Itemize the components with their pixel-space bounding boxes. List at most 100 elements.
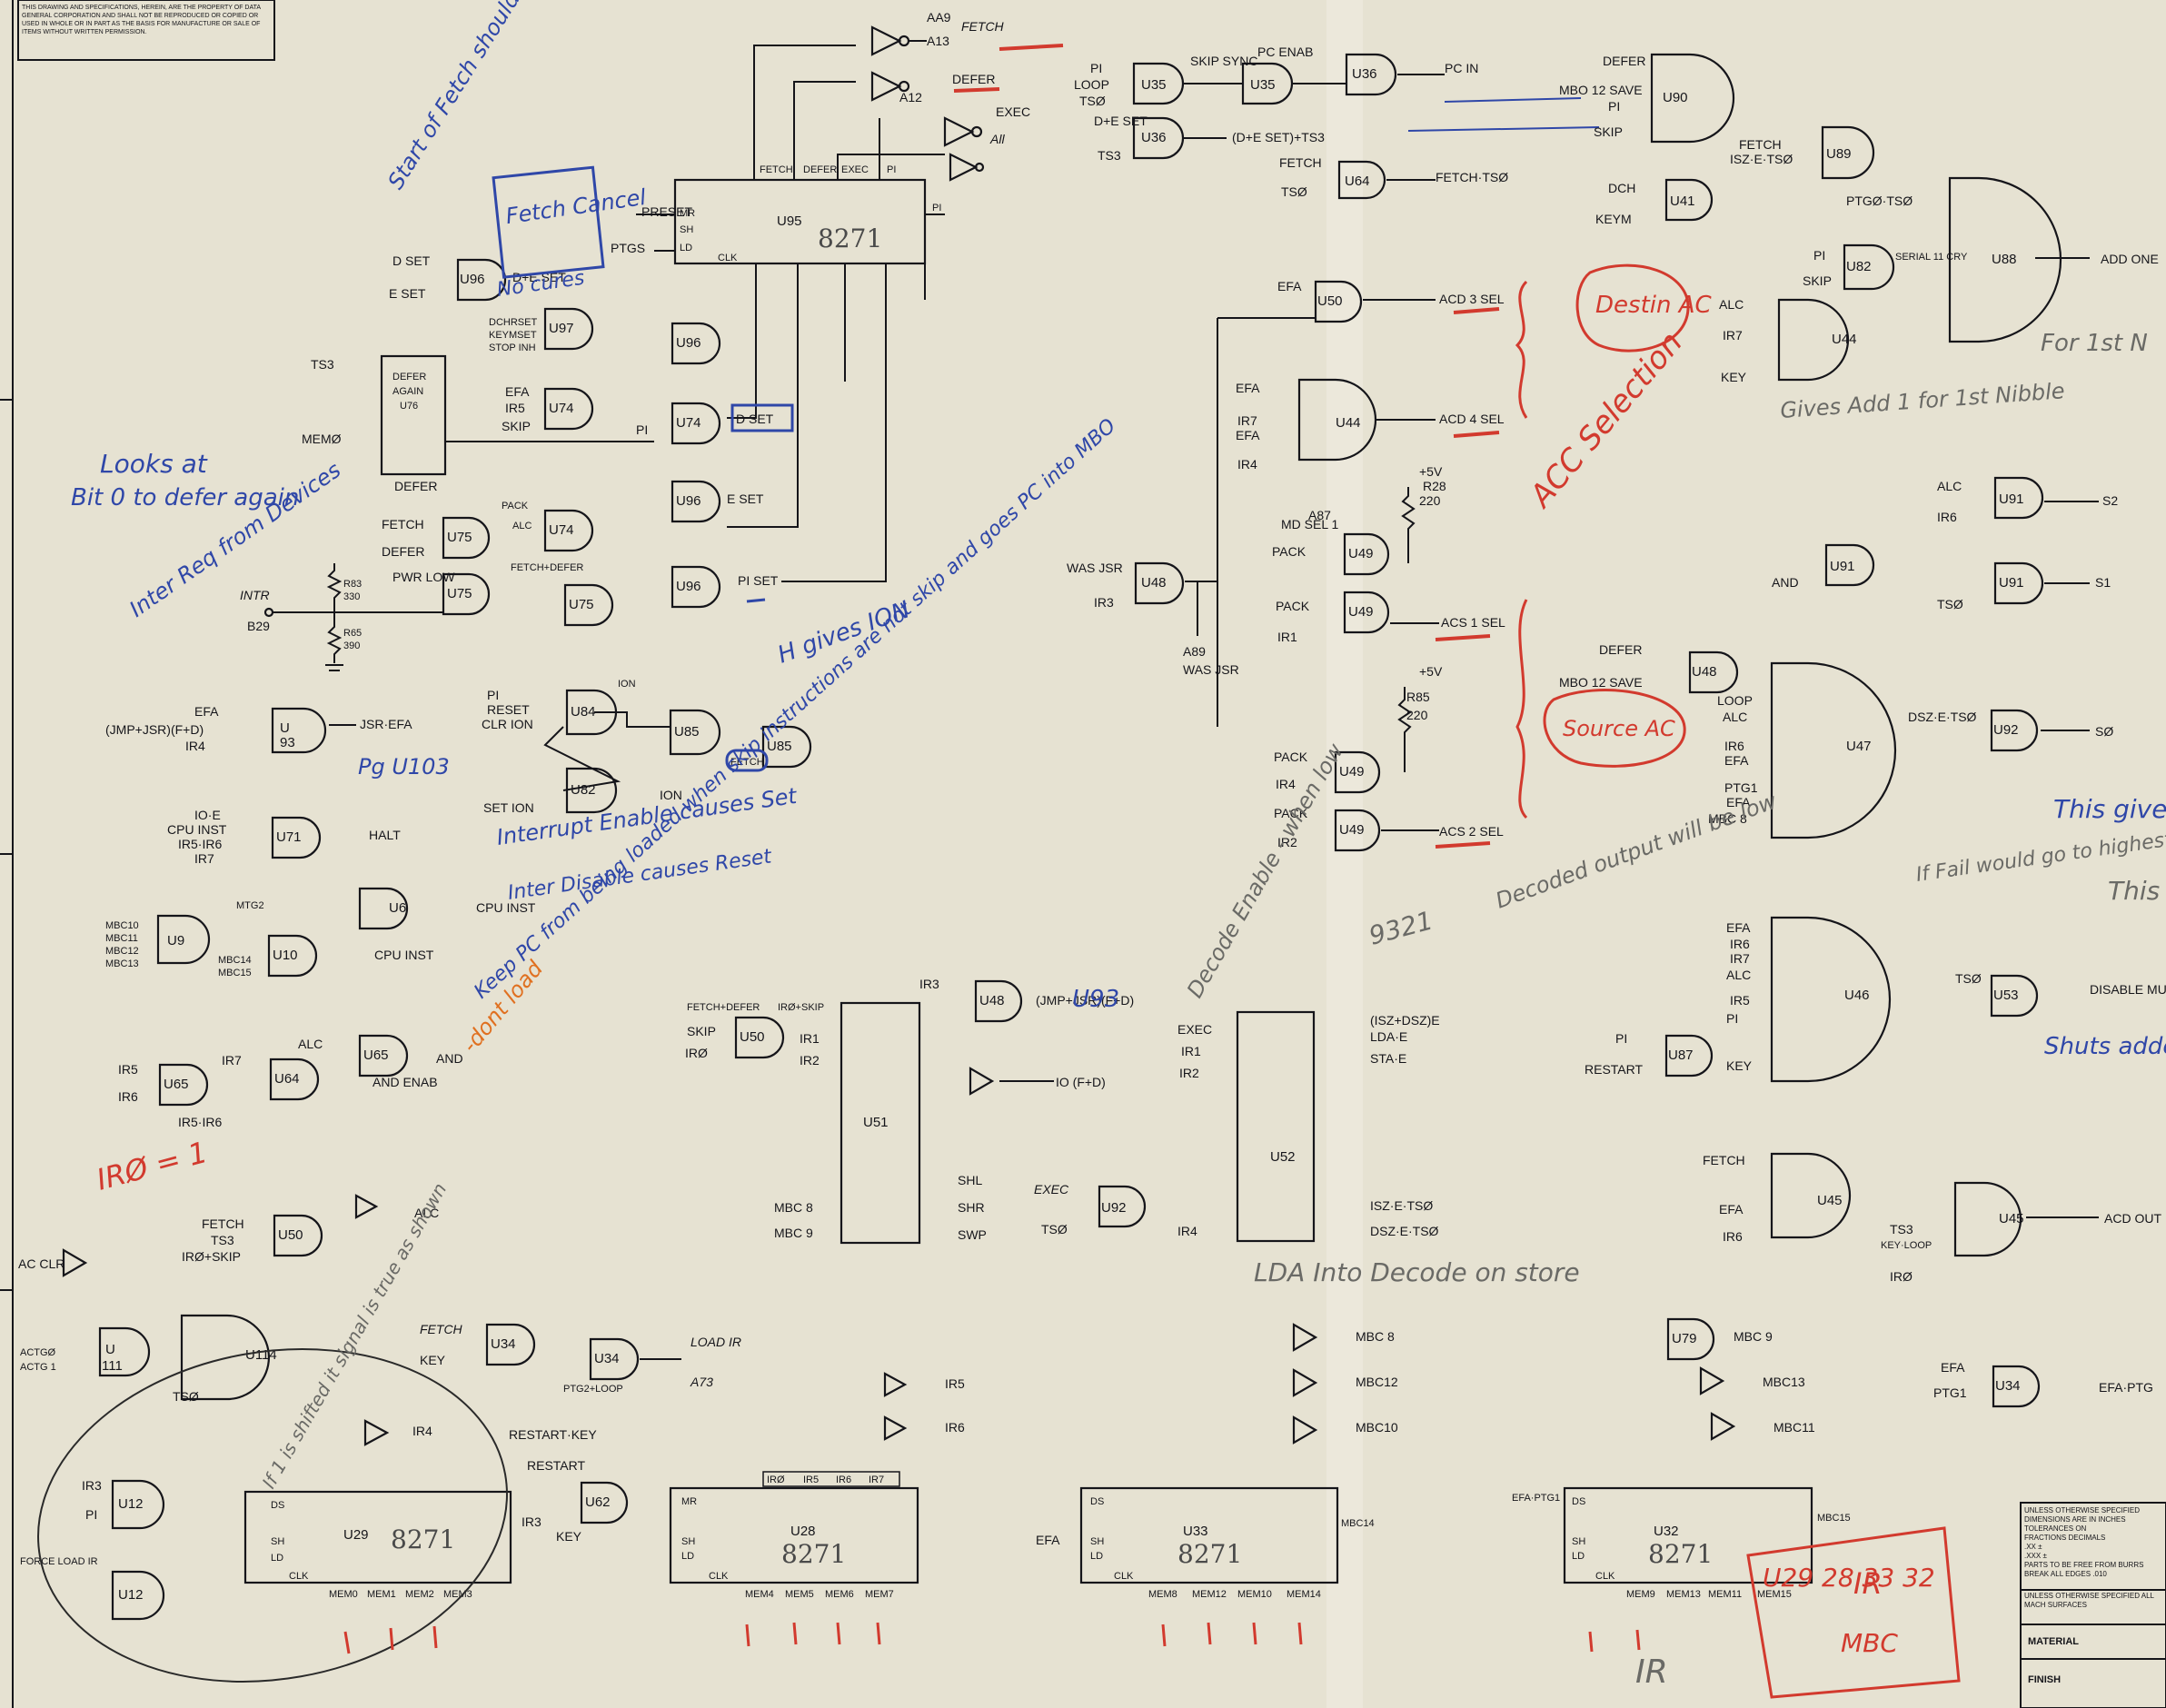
d-set-box bbox=[730, 403, 794, 432]
u95-pin-sh: SH bbox=[680, 224, 693, 235]
svg-text:U65: U65 bbox=[164, 1077, 189, 1092]
inter-req-note: Inter Req from Devices bbox=[124, 457, 345, 622]
load-ir: LOAD IR bbox=[691, 1335, 741, 1349]
u33-ds: DS bbox=[1090, 1496, 1104, 1507]
lower-left-logic: U 93 EFA (JMP+JSR)(F+D) IR4 JSR·EFA U71 … bbox=[18, 704, 536, 1277]
u46-alc: ALC bbox=[1726, 968, 1751, 982]
u76-line3: U76 bbox=[400, 401, 418, 412]
ion-pi: PI bbox=[487, 688, 499, 702]
b29-label: B29 bbox=[247, 619, 270, 633]
u93-efa: EFA bbox=[194, 704, 219, 719]
svg-text:U82: U82 bbox=[1846, 259, 1872, 274]
svg-text:U96: U96 bbox=[676, 335, 701, 351]
a12-label: A12 bbox=[899, 90, 922, 104]
tb-fractions: FRACTIONS bbox=[2024, 1534, 2067, 1542]
u12-ir3: IR3 bbox=[82, 1478, 102, 1493]
u49-ir1: IR1 bbox=[1277, 630, 1297, 644]
ion-flipflop: U84 U82 U85 U85 PI RESET CLR ION ION ION… bbox=[482, 679, 812, 815]
u49-pack4: PACK bbox=[1274, 806, 1308, 820]
force-load-ir: FORCE LOAD IR bbox=[20, 1556, 98, 1567]
pc-in-label: PC IN bbox=[1445, 61, 1478, 75]
u50-skip: SKIP bbox=[687, 1024, 716, 1038]
u47-ir6: IR6 bbox=[1724, 739, 1744, 753]
ac-select: U50 EFA ACD 3 SEL U44 EFA IR7 EFA IR4 AC… bbox=[1067, 279, 1505, 852]
u51-id: U51 bbox=[863, 1115, 889, 1130]
u93-jmp: (JMP+JSR)(F+D) bbox=[105, 722, 204, 737]
svg-text:U48: U48 bbox=[1692, 664, 1717, 680]
svg-text:U34: U34 bbox=[491, 1336, 516, 1352]
u52-isz: ISZ·E·TSØ bbox=[1370, 1198, 1433, 1213]
u44-alc: ALC bbox=[1719, 297, 1744, 312]
u76-mem0: MEMØ bbox=[302, 432, 342, 446]
tb-finish: FINISH bbox=[2028, 1674, 2061, 1685]
u46-ir6: IR6 bbox=[1730, 937, 1750, 951]
u52-ir1: IR1 bbox=[1181, 1044, 1201, 1058]
svg-text:U10: U10 bbox=[273, 948, 298, 963]
u74-pi: PI bbox=[636, 422, 648, 437]
u50-irskip2: IRØ+SKIP bbox=[778, 1002, 824, 1013]
svg-text:U74: U74 bbox=[676, 415, 701, 431]
ir-loop-circle bbox=[37, 1348, 508, 1683]
u28-ir0: IRØ bbox=[767, 1475, 785, 1485]
u33-body bbox=[1079, 1486, 1339, 1584]
u95-pin-clk: CLK bbox=[718, 253, 738, 263]
e-set-out: E SET bbox=[727, 492, 764, 506]
loop-label-pc: LOOP bbox=[1074, 77, 1109, 92]
u76-line1: DEFER bbox=[392, 372, 426, 382]
u12-pi: PI bbox=[85, 1507, 97, 1522]
svg-text:U90: U90 bbox=[1663, 90, 1688, 105]
tb-decimals: DECIMALS bbox=[2068, 1534, 2106, 1542]
bit0-defer-note: Bit 0 to defer again bbox=[71, 484, 299, 511]
u10-mbc14: MBC14 bbox=[218, 955, 252, 966]
svg-text:U85: U85 bbox=[767, 739, 792, 754]
u47-loop: LOOP bbox=[1717, 693, 1753, 708]
svg-text:U6: U6 bbox=[389, 900, 406, 916]
svg-text:U74: U74 bbox=[549, 522, 574, 538]
u76-defer: DEFER bbox=[394, 479, 437, 493]
u33-u32: U33 8271 DS SH LD CLK MEM8 MEM12 MEM10 M… bbox=[1036, 1317, 1851, 1600]
u75-defer: DEFER bbox=[382, 544, 424, 559]
u9-mbc12: MBC12 bbox=[105, 946, 139, 957]
restart-key: RESTART·KEY bbox=[509, 1427, 597, 1442]
r83-value: 330 bbox=[343, 591, 360, 602]
u26-ir4: IR4 bbox=[412, 1424, 432, 1438]
source-ac-circle bbox=[1543, 689, 1686, 768]
u95-in-ptgs: PTGS bbox=[611, 241, 645, 255]
tb-parts: PARTS TO BE FREE FROM BURRS BREAK ALL ED… bbox=[2024, 1561, 2144, 1578]
svg-text:U97: U97 bbox=[549, 321, 574, 336]
ptg2-loop: PTG2+LOOP bbox=[563, 1384, 623, 1395]
r85-label: R85 bbox=[1406, 690, 1430, 704]
u33-sh: SH bbox=[1090, 1536, 1104, 1547]
u51-mbc8: MBC 8 bbox=[774, 1200, 813, 1215]
u76-body bbox=[380, 354, 447, 476]
u51-body bbox=[840, 1001, 921, 1245]
svg-text:U65: U65 bbox=[363, 1048, 389, 1063]
u95-pin-mr: MR bbox=[680, 208, 695, 219]
svg-text:U49: U49 bbox=[1339, 764, 1365, 780]
set-ion: SET ION bbox=[483, 800, 534, 815]
u50-ir0: IRØ bbox=[685, 1046, 708, 1060]
u33-ld: LD bbox=[1090, 1551, 1103, 1562]
u65-ir6: IR6 bbox=[118, 1089, 138, 1104]
u92-exec: EXEC bbox=[1034, 1182, 1069, 1197]
u74-ir5: IR5 bbox=[505, 401, 525, 415]
r83-label: R83 bbox=[343, 579, 362, 590]
u51-shr: SHR bbox=[958, 1200, 985, 1215]
u94-alc: ALC bbox=[414, 1206, 439, 1220]
svg-text:U75: U75 bbox=[569, 597, 594, 612]
svg-text:U85: U85 bbox=[674, 724, 700, 740]
svg-text:U53: U53 bbox=[1993, 988, 2019, 1003]
u45-ir0: IRØ bbox=[1890, 1269, 1913, 1284]
u32-body bbox=[1563, 1486, 1813, 1584]
acs2sel: ACS 2 SEL bbox=[1439, 824, 1504, 839]
u90-mbo12: MBO 12 SAVE bbox=[1559, 83, 1643, 97]
add-one-label: ADD ONE bbox=[2101, 252, 2159, 266]
u51-ir1: IR1 bbox=[800, 1031, 820, 1046]
looks-at-note: Looks at bbox=[100, 449, 208, 479]
u87-restart: RESTART bbox=[1585, 1062, 1643, 1077]
svg-text:U82: U82 bbox=[571, 782, 596, 798]
u51-mbc9: MBC 9 bbox=[774, 1226, 813, 1240]
svg-text:U48: U48 bbox=[1141, 575, 1167, 591]
tb-spec-holder: UNLESS OTHERWISE SPECIFIED DIMENSIONS AR… bbox=[2024, 1506, 2144, 1578]
lda-decode-note: LDA Into Decode on store bbox=[1254, 1257, 1580, 1287]
